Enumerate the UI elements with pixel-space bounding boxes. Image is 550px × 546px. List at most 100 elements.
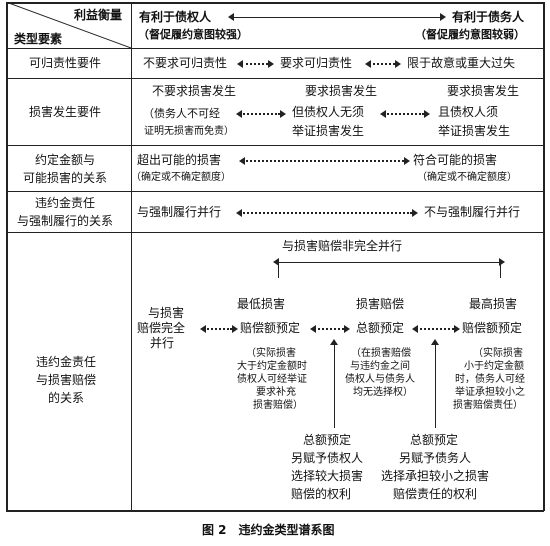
arrow-right-icon	[268, 60, 274, 68]
creditor-note-3: 选择较大损害	[291, 469, 364, 483]
debtor-arrow-line	[435, 344, 436, 428]
max-note-4: 举证承担较小之	[455, 387, 525, 398]
header-diagonal-line	[6, 2, 132, 49]
criterion-label: 利益衡量	[74, 8, 123, 22]
enforce-option-a: 与强制履行并行	[137, 205, 222, 219]
row-relation-label-1: 违约金责任	[36, 355, 97, 369]
max-note-2: 小于约定金额	[464, 361, 524, 372]
table-border-top	[6, 2, 544, 4]
arrow-left-icon	[239, 157, 245, 165]
damage-b-line1: 要求损害发生	[305, 84, 378, 98]
row-divider	[6, 232, 544, 233]
arrow-left-icon	[200, 325, 206, 333]
left-pole-note: （督促履约意图较强）	[138, 28, 248, 41]
row-fault-label: 可归责性要件	[29, 56, 102, 70]
damage-b-line3: 举证损害发生	[292, 124, 365, 138]
left-pole: 有利于债权人	[139, 10, 212, 24]
fault-option-b: 要求可归责性	[280, 56, 353, 70]
row-enforce-label-2: 与强制履行的关系	[17, 214, 114, 228]
mid-title: 损害赔偿	[356, 297, 405, 311]
arrow-left-icon	[236, 110, 242, 118]
debtor-note-2: 另赋予债务人	[399, 451, 472, 465]
arrow-left-icon	[236, 209, 242, 217]
dotted-arrow	[240, 113, 280, 115]
row-enforce-label-1: 违约金责任	[35, 196, 96, 210]
table-border-left	[6, 2, 8, 511]
damage-c-line2: 且债权人须	[438, 105, 499, 119]
arrow-right-icon	[404, 157, 410, 165]
arrow-right-icon	[395, 60, 401, 68]
min-note-1: （实际损害	[246, 348, 296, 359]
dotted-arrow	[243, 160, 404, 162]
arrow-left-icon	[380, 110, 386, 118]
damage-b-line2: 但债权人无须	[292, 105, 365, 119]
damage-a-line1: 不要求损害发生	[152, 84, 237, 98]
max-box: 赔偿额预定	[462, 321, 523, 335]
damage-a-line2: （债务人不可经	[143, 107, 220, 120]
column-divider	[131, 2, 132, 511]
dotted-arrow	[240, 212, 412, 214]
damage-a-line3: 证明无损害而免责）	[144, 126, 234, 137]
row-amount-label-2: 可能损害的关系	[23, 171, 108, 185]
row-divider	[6, 191, 544, 192]
row-divider	[6, 48, 544, 49]
row-amount-label-1: 约定金额与	[35, 153, 96, 167]
dotted-arrow	[416, 328, 454, 330]
relation-left-3: 并行	[150, 336, 175, 350]
debtor-note-1: 总额预定	[410, 433, 459, 447]
min-box: 赔偿额预定	[240, 321, 301, 335]
right-pole-note: （督促履约意图较弱）	[415, 28, 525, 41]
creditor-note-1: 总额预定	[303, 433, 352, 447]
min-note-3: 债权人可经举证	[237, 374, 307, 385]
max-title: 最高损害	[469, 297, 518, 311]
arrow-left-icon	[228, 13, 234, 21]
dotted-arrow	[241, 63, 268, 65]
amount-a-line2: （确定或不确定额度）	[131, 172, 231, 183]
min-note-2: 大于约定金额时	[237, 361, 307, 372]
dotted-arrow	[384, 113, 424, 115]
figure-caption: 图 2 违约金类型谱系图	[202, 523, 335, 537]
header-arrow-line	[232, 17, 440, 18]
arrow-left-icon	[310, 325, 316, 333]
fault-option-a: 不要求可归责性	[143, 56, 228, 70]
arrow-up-icon	[431, 339, 439, 345]
arrow-right-icon	[499, 258, 505, 266]
debtor-note-3: 选择承担较小之损害	[381, 469, 490, 483]
max-note-5: 损害赔偿责任）	[453, 400, 523, 411]
min-note-4: 要求补充	[256, 387, 296, 398]
dotted-arrow	[314, 328, 344, 330]
right-pole: 有利于债务人	[452, 10, 525, 24]
row-damage-label: 损害发生要件	[29, 105, 102, 119]
row-divider	[6, 78, 544, 79]
min-title: 最低损害	[237, 297, 286, 311]
arrow-right-icon	[454, 325, 460, 333]
relation-left-2: 赔偿完全	[137, 321, 186, 335]
mid-note-4: 均无选择权）	[353, 387, 413, 398]
arrow-left-icon	[237, 60, 243, 68]
arrow-right-icon	[280, 110, 286, 118]
mid-box: 总额预定	[356, 321, 405, 335]
relation-left-1: 与损害	[148, 306, 185, 320]
arrow-left-icon	[273, 258, 279, 266]
arrow-right-icon	[440, 13, 446, 21]
row-divider	[6, 145, 544, 146]
amount-b-line2: （确定或不确定额度）	[417, 172, 517, 183]
debtor-note-4: 赔偿责任的权利	[393, 487, 478, 501]
table-border-right	[543, 2, 545, 511]
mid-note-2: 与违约金之间	[350, 361, 410, 372]
relation-top-title: 与损害赔偿非完全并行	[282, 239, 403, 253]
amount-b-line1: 符合可能的损害	[413, 153, 498, 167]
top-bracket-left-leg	[278, 262, 279, 278]
mid-note-1: （在损害赔偿	[351, 348, 411, 359]
damage-c-line1: 要求损害发生	[447, 84, 520, 98]
amount-a-line1: 超出可能的损害	[137, 153, 222, 167]
row-relation-label-2: 与损害赔偿	[36, 373, 97, 387]
top-bracket-line	[278, 262, 501, 263]
damage-c-line3: 举证损害发生	[438, 124, 511, 138]
top-bracket-right-leg	[500, 262, 501, 278]
max-note-3: 时，债务人可经	[455, 374, 525, 385]
arrow-right-icon	[344, 325, 350, 333]
arrow-right-icon	[412, 209, 418, 217]
creditor-note-2: 另赋予债权人	[291, 451, 364, 465]
min-note-5: 损害赔偿）	[253, 400, 303, 411]
